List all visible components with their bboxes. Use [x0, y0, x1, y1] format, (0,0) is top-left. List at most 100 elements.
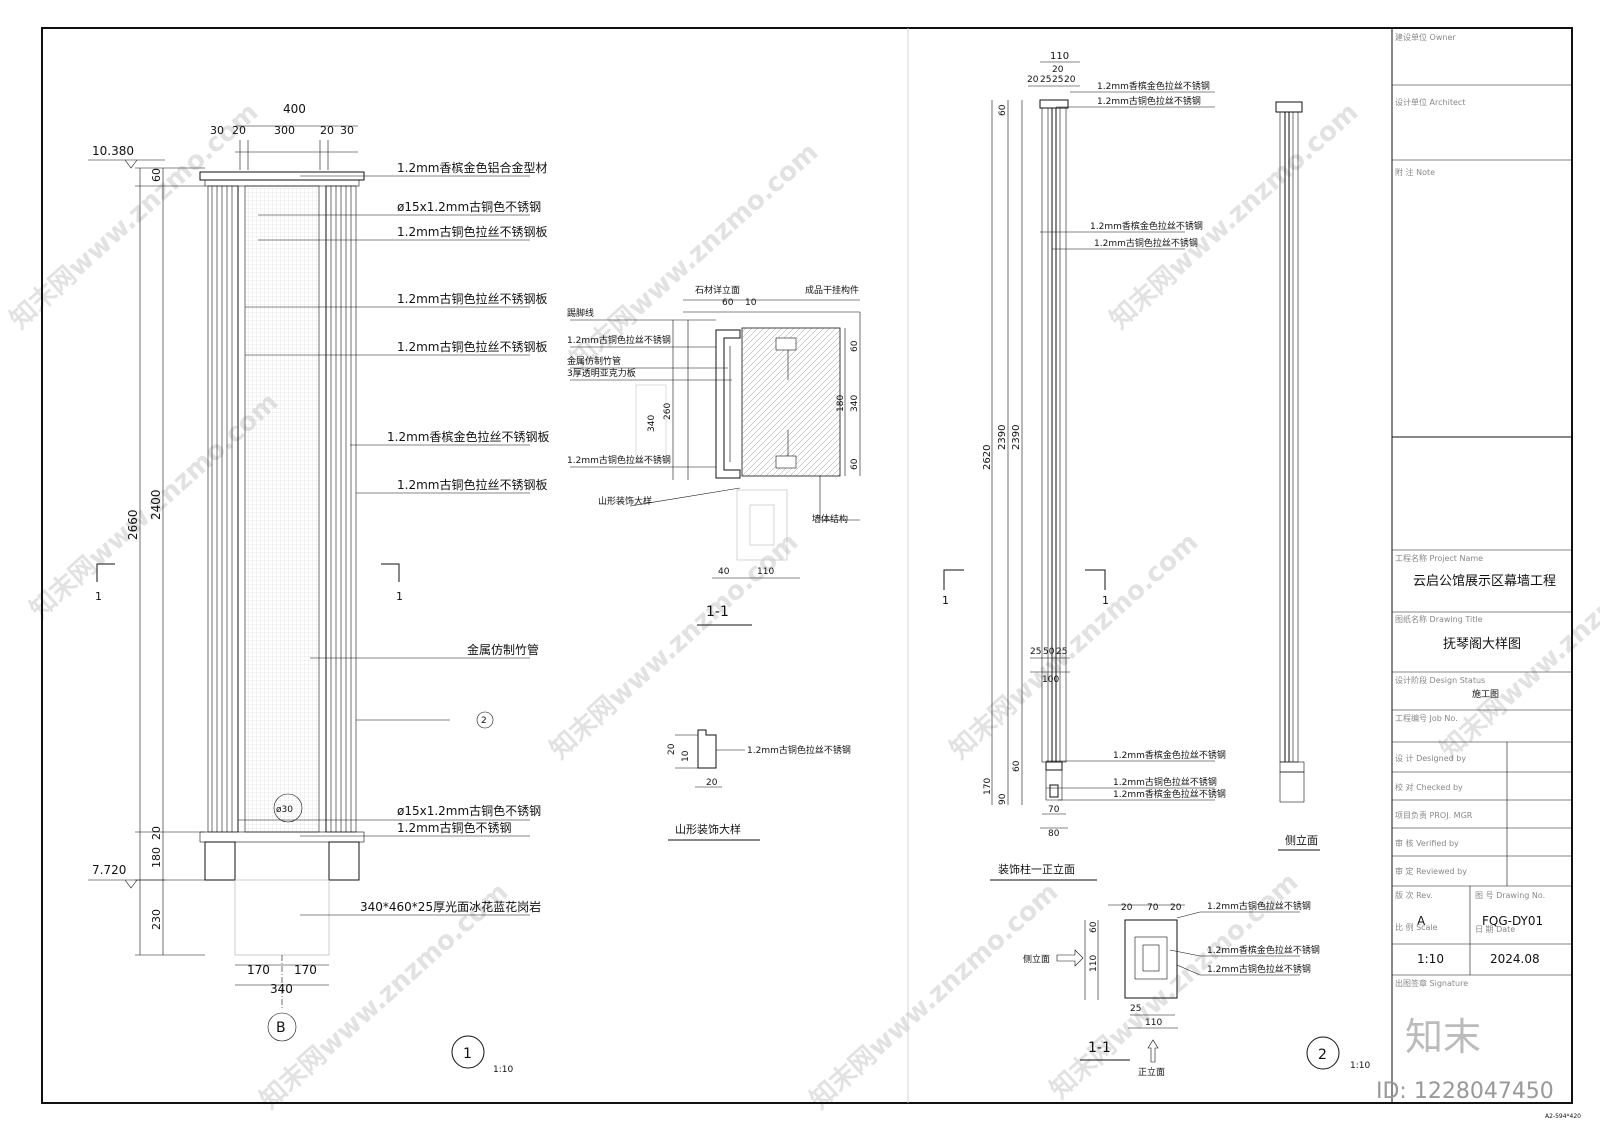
tb-job-no-label: 工程编号 Job No.	[1395, 713, 1458, 723]
section-mark-text: 1	[396, 590, 403, 603]
callout-label: 1.2mm古铜色拉丝不锈钢	[1113, 776, 1217, 788]
tb-role: 设 计 Designed by	[1395, 753, 1466, 763]
dim-text: 70	[1147, 903, 1159, 913]
section-mark-text: 1	[1102, 594, 1109, 607]
dim-text: 90	[998, 793, 1008, 805]
side-elevation-title: 侧立面	[1285, 833, 1318, 847]
dim-text: 60	[722, 298, 734, 308]
drawing-1-front-elevation: 400 30 20 300 20 30 10.380 7.720 60 2400…	[88, 102, 549, 1075]
dim-text: 10	[681, 750, 691, 762]
dim-text: 20	[1064, 75, 1076, 85]
dim-text: 180	[150, 847, 163, 868]
tb-role: 审 核 Verified by	[1395, 838, 1459, 848]
section-1-1-detail: 60 10 石材详立面 成品干挂构件 60 180 340 60 340 260	[567, 284, 861, 626]
callout-label: 金属仿制竹管	[467, 642, 539, 657]
dim-text: 20	[320, 124, 334, 137]
tb-scale: 1:10	[1417, 952, 1444, 966]
tb-project-name-label: 工程名称 Project Name	[1395, 553, 1483, 563]
tb-role: 审 定 Reviewed by	[1395, 866, 1467, 876]
section-leaders: 踢脚线 1.2mm古铜色拉丝不锈钢 金属仿制竹管 3厚透明亚克力板 1.2mm古…	[567, 307, 860, 525]
section-label: 1.2mm古铜色拉丝不锈钢	[567, 454, 671, 466]
dim-text: 50	[1043, 647, 1055, 657]
dim-text: 60	[150, 168, 163, 182]
callout-label: 1.2mm古铜色不锈钢	[397, 820, 511, 835]
section-label: 石材详立面	[695, 284, 740, 296]
callout-label: ø15x1.2mm古铜色不锈钢	[397, 199, 541, 214]
front-elevation-title: 装饰柱一正立面	[998, 862, 1075, 876]
drawing-scale: 1:10	[493, 1065, 513, 1075]
callout-label: ø15x1.2mm古铜色不锈钢	[397, 803, 541, 818]
callout-label: 1.2mm香槟金色铝合金型材	[397, 160, 547, 175]
dim-text: 60	[1012, 760, 1022, 772]
dim-text: 20	[1027, 75, 1039, 85]
image-id: ID: 1228047450	[1376, 1079, 1554, 1104]
tb-drawing-no-label: 图 号 Drawing No.	[1475, 891, 1545, 900]
tb-owner: 建设单位 Owner	[1395, 32, 1456, 42]
drawing-number-circle	[451, 1035, 485, 1069]
dim-text: 60	[850, 458, 860, 470]
detail-title: 山形装饰大样	[675, 822, 741, 836]
dim-text: 230	[150, 909, 163, 930]
dim-text: 170	[294, 963, 317, 977]
tb-rev: A	[1417, 914, 1426, 928]
svg-text:ø30: ø30	[276, 805, 293, 815]
tb-architect: 设计单位 Architect	[1395, 97, 1465, 107]
section-title: 1-1	[1088, 1040, 1111, 1056]
znzmo-logo: 知末	[1405, 1015, 1481, 1059]
section-label: 山形装饰大样	[598, 495, 652, 507]
dim-text: 60	[1089, 921, 1099, 933]
column-section-detail: 20 70 20 60 110 侧立面 25 110 1.2mm古铜色拉丝不锈钢…	[1023, 900, 1320, 1078]
bamboo-lines	[211, 186, 352, 832]
callout-label: 1.2mm古铜色拉丝不锈钢	[1097, 95, 1201, 107]
drawing-number: 2	[1318, 1047, 1327, 1063]
dim-text: 70	[1048, 805, 1060, 815]
tb-role: 校 对 Checked by	[1395, 782, 1463, 792]
dim-text: 10	[745, 298, 757, 308]
callout-label: 1.2mm古铜色拉丝不锈钢	[1094, 237, 1198, 249]
drawing-2-front-elevation: 110 20 20 25 25 20 60 2620 2390 2390 170…	[942, 51, 1226, 881]
dim-text: 2390	[997, 425, 1008, 450]
callout-label: 1.2mm香槟金色拉丝不锈钢	[1113, 788, 1226, 800]
tb-project-name: 云启公馆展示区幕墙工程	[1413, 574, 1556, 589]
tb-role: 项目负责 PROJ. MGR	[1395, 810, 1473, 820]
side-elevation: 侧立面	[1275, 101, 1320, 851]
watermark-text: 知末网www.znzmo.com	[5, 97, 265, 335]
dim-text: 20	[706, 778, 718, 788]
dim-text: 60	[998, 104, 1008, 116]
title-block: 建设单位 Owner 设计单位 Architect 附 注 Note 工程名称 …	[1391, 27, 1573, 1104]
drawing-number: 1	[463, 1046, 472, 1062]
section-mark-text: 1	[942, 594, 949, 607]
section-label: 金属仿制竹管	[567, 355, 621, 367]
detail-label: 1.2mm古铜色拉丝不锈钢	[747, 744, 851, 756]
elevation-text: 7.720	[92, 863, 126, 877]
sheet-size: A2-594*420	[1545, 1113, 1581, 1120]
tb-note: 附 注 Note	[1395, 167, 1435, 177]
dim-text: 40	[718, 567, 730, 577]
tb-scale-label: 比 例 Scale	[1395, 922, 1438, 932]
dim-text: 170	[983, 778, 993, 795]
tb-drawing-no: FQG-DY01	[1482, 914, 1543, 928]
dim-text: 20	[667, 743, 677, 755]
view-label: 正立面	[1138, 1066, 1165, 1078]
dim-text: 340	[270, 982, 293, 996]
tb-date-label: 日 期 Date	[1475, 925, 1515, 934]
drawing-number-circle	[1306, 1036, 1340, 1070]
dim-text: 300	[274, 124, 295, 137]
section-label: 踢脚线	[567, 307, 594, 319]
section-mark-text: 1	[95, 590, 102, 603]
callout-label: 1.2mm古铜色拉丝不锈钢板	[397, 291, 547, 306]
section-label: 3厚透明亚克力板	[567, 367, 636, 379]
callout-label: 340*460*25厚光面冰花蓝花岗岩	[360, 899, 541, 914]
tb-rev-label: 版 次 Rev.	[1395, 890, 1433, 900]
callout-label: 1.2mm香槟金色拉丝不锈钢	[1090, 220, 1203, 232]
dim-text: 2620	[982, 445, 993, 470]
dim-text: 110	[757, 567, 774, 577]
tb-drawing-title-label: 图纸名称 Drawing Title	[1395, 614, 1483, 624]
dim-text: 20	[1052, 65, 1064, 75]
dim-text: 2390	[1011, 425, 1022, 450]
dim-text: 20	[150, 826, 163, 840]
section-label: 1.2mm古铜色拉丝不锈钢	[1207, 900, 1311, 912]
axis-label: B	[276, 1020, 286, 1036]
elevation-text: 10.380	[92, 144, 134, 158]
